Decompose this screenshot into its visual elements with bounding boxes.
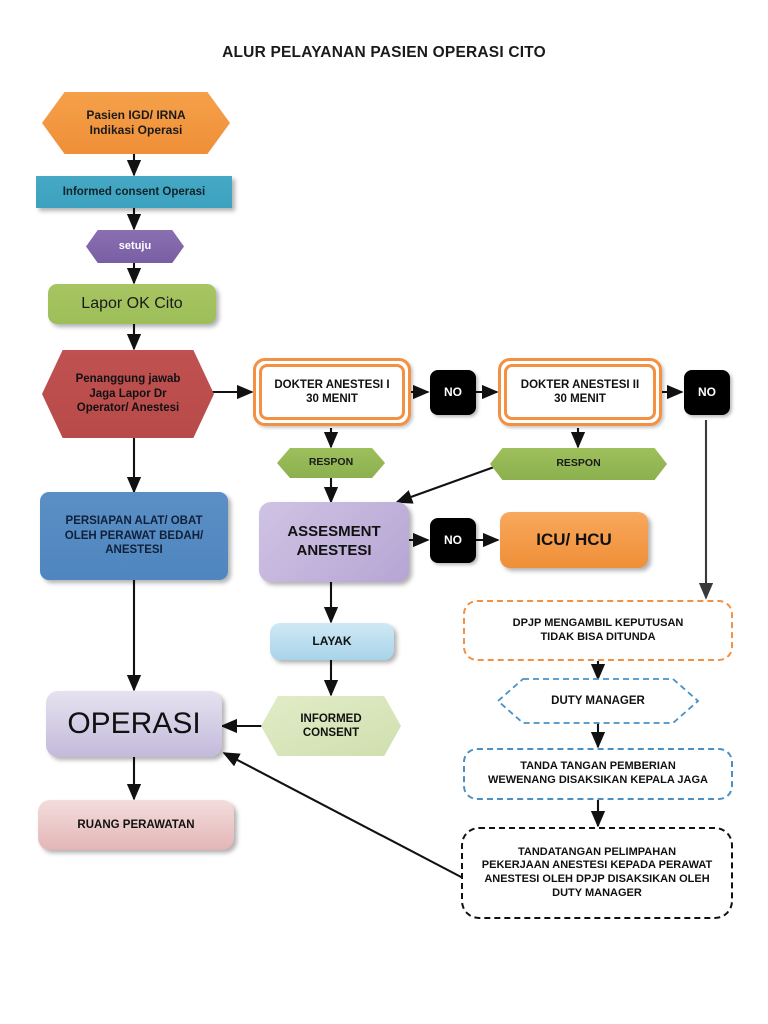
node-layak-label: LAYAK [312,634,352,648]
node-operasi[interactable]: OPERASI [46,691,222,757]
node-pasien-igd[interactable]: Pasien IGD/ IRNA Indikasi Operasi [42,92,230,154]
node-assesment-anestesi[interactable]: ASSESMENT ANESTESI [259,502,409,582]
node-setuju-label: setuju [118,239,152,252]
node-no-3[interactable]: NO [430,518,476,563]
node-setuju[interactable]: setuju [86,230,184,263]
node-informed-consent-operasi-label: Informed consent Operasi [62,185,206,198]
page-title: ALUR PELAYANAN PASIEN OPERASI CITO [222,44,546,61]
node-pasien-igd-label: Pasien IGD/ IRNA Indikasi Operasi [86,108,186,137]
node-dokter-anestesi-1-label: DOKTER ANESTESI I 30 MENIT [274,378,390,405]
node-dokter-anestesi-2-label: DOKTER ANESTESI II 30 MENIT [520,378,640,405]
node-tanda-tangan-pemberian-label: TANDA TANGAN PEMBERIAN WEWENANG DISAKSIK… [487,760,708,786]
node-no-3-label: NO [444,533,462,547]
node-respon-1-label: RESPON [308,456,354,469]
node-tandatangan-pelimpahan-label: TANDATANGAN PELIMPAHAN PEKERJAAN ANESTES… [481,845,713,899]
node-penanggung-jawab-label: Penanggung jawab Jaga Lapor Dr Operator/… [75,373,181,415]
node-operasi-label: OPERASI [67,707,201,741]
node-penanggung-jawab[interactable]: Penanggung jawab Jaga Lapor Dr Operator/… [42,350,214,438]
node-duty-manager[interactable]: DUTY MANAGER [497,678,699,724]
node-no-2[interactable]: NO [684,370,730,415]
node-tandatangan-pelimpahan[interactable]: TANDATANGAN PELIMPAHAN PEKERJAAN ANESTES… [461,827,733,919]
node-lapor-ok-cito-label: Lapor OK Cito [81,295,183,312]
node-informed-consent-operasi[interactable]: Informed consent Operasi [36,176,232,208]
node-dokter-anestesi-1[interactable]: DOKTER ANESTESI I 30 MENIT [253,358,411,426]
node-informed-consent-label: INFORMED CONSENT [300,712,362,739]
node-no-1[interactable]: NO [430,370,476,415]
node-dokter-anestesi-2[interactable]: DOKTER ANESTESI II 30 MENIT [498,358,662,426]
node-no-1-label: NO [444,385,462,399]
node-no-2-label: NO [698,385,716,399]
node-respon-2-label: RESPON [556,457,601,470]
node-persiapan-alat[interactable]: PERSIAPAN ALAT/ OBAT OLEH PERAWAT BEDAH/… [40,492,228,580]
node-icu-hcu[interactable]: ICU/ HCU [500,512,648,568]
node-persiapan-alat-label: PERSIAPAN ALAT/ OBAT OLEH PERAWAT BEDAH/… [64,515,204,557]
node-ruang-perawatan[interactable]: RUANG PERAWATAN [38,800,234,850]
node-respon-2[interactable]: RESPON [490,448,667,480]
node-dpjp-keputusan[interactable]: DPJP MENGAMBIL KEPUTUSAN TIDAK BISA DITU… [463,600,733,661]
node-lapor-ok-cito[interactable]: Lapor OK Cito [48,284,216,324]
node-duty-manager-label: DUTY MANAGER [551,694,645,707]
node-dpjp-keputusan-label: DPJP MENGAMBIL KEPUTUSAN TIDAK BISA DITU… [512,616,684,643]
node-layak[interactable]: LAYAK [270,623,394,660]
node-ruang-perawatan-label: RUANG PERAWATAN [77,818,195,831]
node-informed-consent[interactable]: INFORMED CONSENT [261,696,401,756]
node-tanda-tangan-pemberian[interactable]: TANDA TANGAN PEMBERIAN WEWENANG DISAKSIK… [463,748,733,800]
node-assesment-anestesi-label: ASSESMENT ANESTESI [287,523,381,559]
node-respon-1[interactable]: RESPON [277,448,385,478]
node-icu-hcu-label: ICU/ HCU [536,530,612,550]
